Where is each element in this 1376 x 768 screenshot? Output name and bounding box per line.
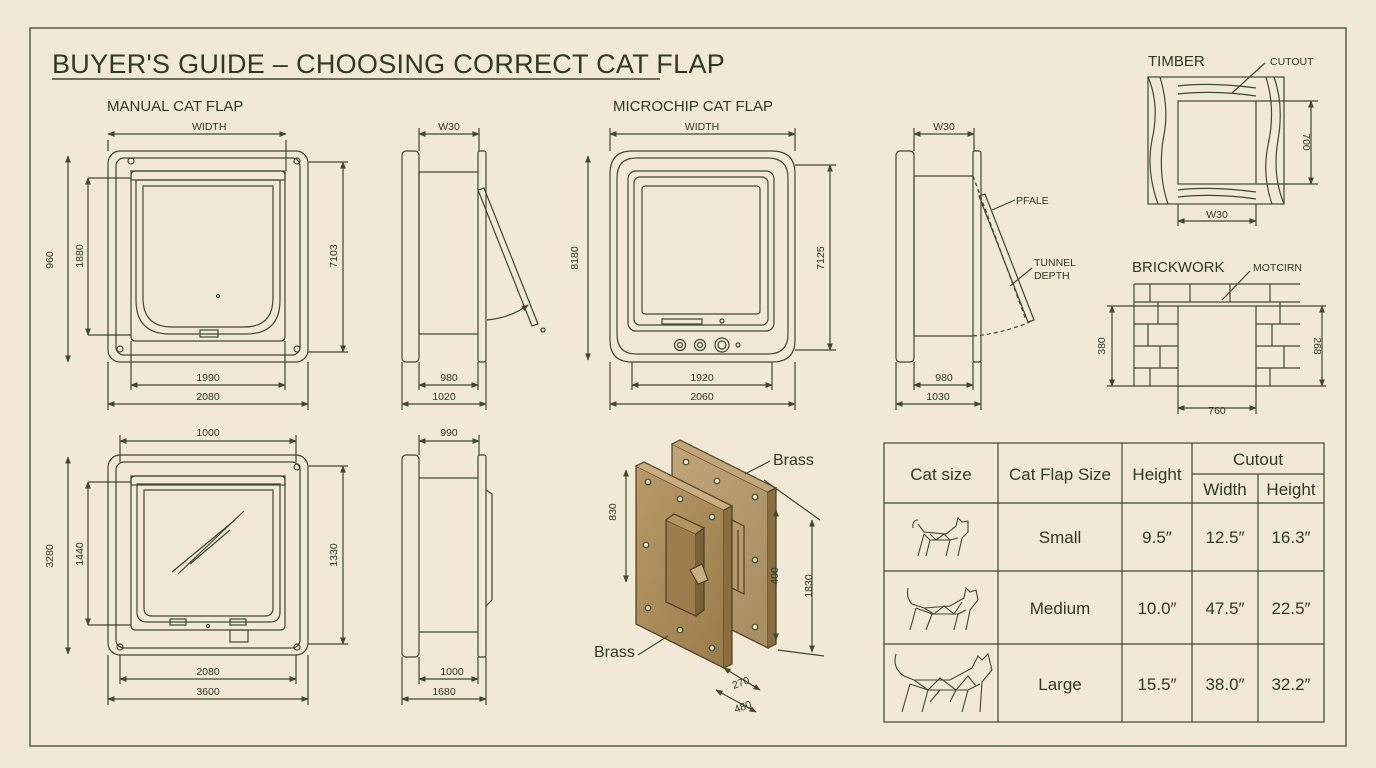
microchip-section-label: MICROCHIP CAT FLAP <box>613 98 773 115</box>
sheet-border <box>29 27 1347 747</box>
manual-side-w1: 980 <box>440 372 458 384</box>
microchip-side-w1: 980 <box>935 372 953 384</box>
manual-flap-side <box>401 150 546 363</box>
manual-height-right: 7103 <box>328 244 340 268</box>
pfale-callout: PFALE <box>1016 195 1049 207</box>
glass-flap-side <box>401 454 493 658</box>
table-cell-size: Small <box>1039 528 1082 547</box>
sizing-table-grid <box>883 442 1325 723</box>
microchip-width-inner: 1920 <box>690 372 714 384</box>
brass-right-dim: 1830 <box>803 574 815 598</box>
brick-width-dim: 760 <box>1208 405 1226 417</box>
timber-width-dim: W30 <box>1206 209 1228 221</box>
manual-height-inner: 1880 <box>74 244 86 268</box>
brickwork-section-label: BRICKWORK <box>1132 259 1225 276</box>
glass-side-top: 990 <box>440 427 458 439</box>
manual-width-inner: 1990 <box>196 372 220 384</box>
tunnel-depth-callout-2: DEPTH <box>1034 270 1070 282</box>
glass-height-inner: 1440 <box>74 542 86 566</box>
glass-side-w1: 1000 <box>440 666 464 678</box>
glass-side-dims <box>401 435 487 705</box>
tunnel-depth-callout-1: TUNNEL <box>1034 257 1076 269</box>
table-cell-size: Large <box>1038 675 1081 694</box>
brass-bottom-dim-2: 480 <box>733 698 754 715</box>
manual-height-outer: 960 <box>44 251 56 269</box>
glass-height-right: 1330 <box>328 543 340 567</box>
brass-left-dim: 830 <box>607 503 619 521</box>
table-header-flap-size: Cat Flap Size <box>1009 465 1111 484</box>
page-title: BUYER'S GUIDE – CHOOSING CORRECT CAT FLA… <box>52 49 725 79</box>
brass-mid-dim: 400 <box>769 567 781 585</box>
table-cell-height: 9.5″ <box>1142 528 1172 547</box>
table-header-cutout-height: Height <box>1266 480 1315 499</box>
glass-width-outer: 3600 <box>196 686 220 698</box>
medium-cat-icon <box>906 586 979 631</box>
brick-height-left: 380 <box>1096 337 1108 355</box>
manual-section-label: MANUAL CAT FLAP <box>107 98 243 115</box>
motcirn-callout: MOTCIRN <box>1253 262 1302 274</box>
glass-height-outer: 3280 <box>44 544 56 568</box>
microchip-side-top: W30 <box>933 121 955 133</box>
glass-side-w2: 1680 <box>432 686 456 698</box>
table-cell-width: 38.0″ <box>1205 675 1244 694</box>
manual-side-dims <box>401 128 487 410</box>
microchip-side-dims <box>895 128 982 410</box>
manual-flap-front <box>107 150 309 363</box>
manual-side-top: W30 <box>438 121 460 133</box>
microchip-width-outer: 2060 <box>690 391 714 403</box>
glass-top-dim: 1000 <box>196 427 220 439</box>
brickwork-cutout-diagram <box>1107 270 1326 414</box>
large-cat-icon <box>894 652 993 713</box>
brass-bottom-dim-1: 270 <box>731 674 752 691</box>
manual-front-dims <box>65 131 348 410</box>
brass-callout-top: Brass <box>773 452 814 469</box>
timber-section-label: TIMBER <box>1148 53 1205 70</box>
microchip-width-label: WIDTH <box>685 121 719 133</box>
table-cell-height: 10.0″ <box>1137 599 1176 618</box>
table-header-cat-size: Cat size <box>910 465 971 484</box>
glass-width-inner: 2080 <box>196 666 220 678</box>
table-cell-cut-height: 16.3″ <box>1271 528 1310 547</box>
manual-side-w2: 1020 <box>432 391 456 403</box>
glass-front-dims <box>65 435 348 705</box>
brass-panels-dims <box>623 460 825 713</box>
microchip-flap-side <box>895 150 1035 363</box>
timber-height-dim: 700 <box>1300 133 1312 151</box>
table-cell-size: Medium <box>1030 599 1090 618</box>
manual-width-outer: 2080 <box>196 391 220 403</box>
microchip-height-left: 8180 <box>569 246 581 270</box>
microchip-side-w2: 1030 <box>926 391 950 403</box>
cutout-callout: CUTOUT <box>1270 56 1314 68</box>
timber-cutout-diagram <box>1147 62 1318 226</box>
manual-width-label: WIDTH <box>192 121 226 133</box>
glass-flap-front <box>107 454 309 656</box>
table-header-cutout: Cutout <box>1233 450 1283 469</box>
brass-callout-bottom: Brass <box>594 644 635 661</box>
table-cell-width: 47.5″ <box>1205 599 1244 618</box>
brick-height-right: 268 <box>1311 337 1323 355</box>
table-cell-cut-height: 22.5″ <box>1271 599 1310 618</box>
table-header-height: Height <box>1132 465 1181 484</box>
microchip-flap-front <box>609 150 796 363</box>
table-header-cutout-width: Width <box>1203 480 1246 499</box>
brass-panels-isometric <box>635 439 778 669</box>
table-cell-height: 15.5″ <box>1137 675 1176 694</box>
table-cell-width: 12.5″ <box>1205 528 1244 547</box>
microchip-height-right: 7125 <box>815 246 827 270</box>
small-cat-icon <box>912 516 969 557</box>
table-cell-cut-height: 32.2″ <box>1271 675 1310 694</box>
microchip-front-dims <box>585 128 836 410</box>
